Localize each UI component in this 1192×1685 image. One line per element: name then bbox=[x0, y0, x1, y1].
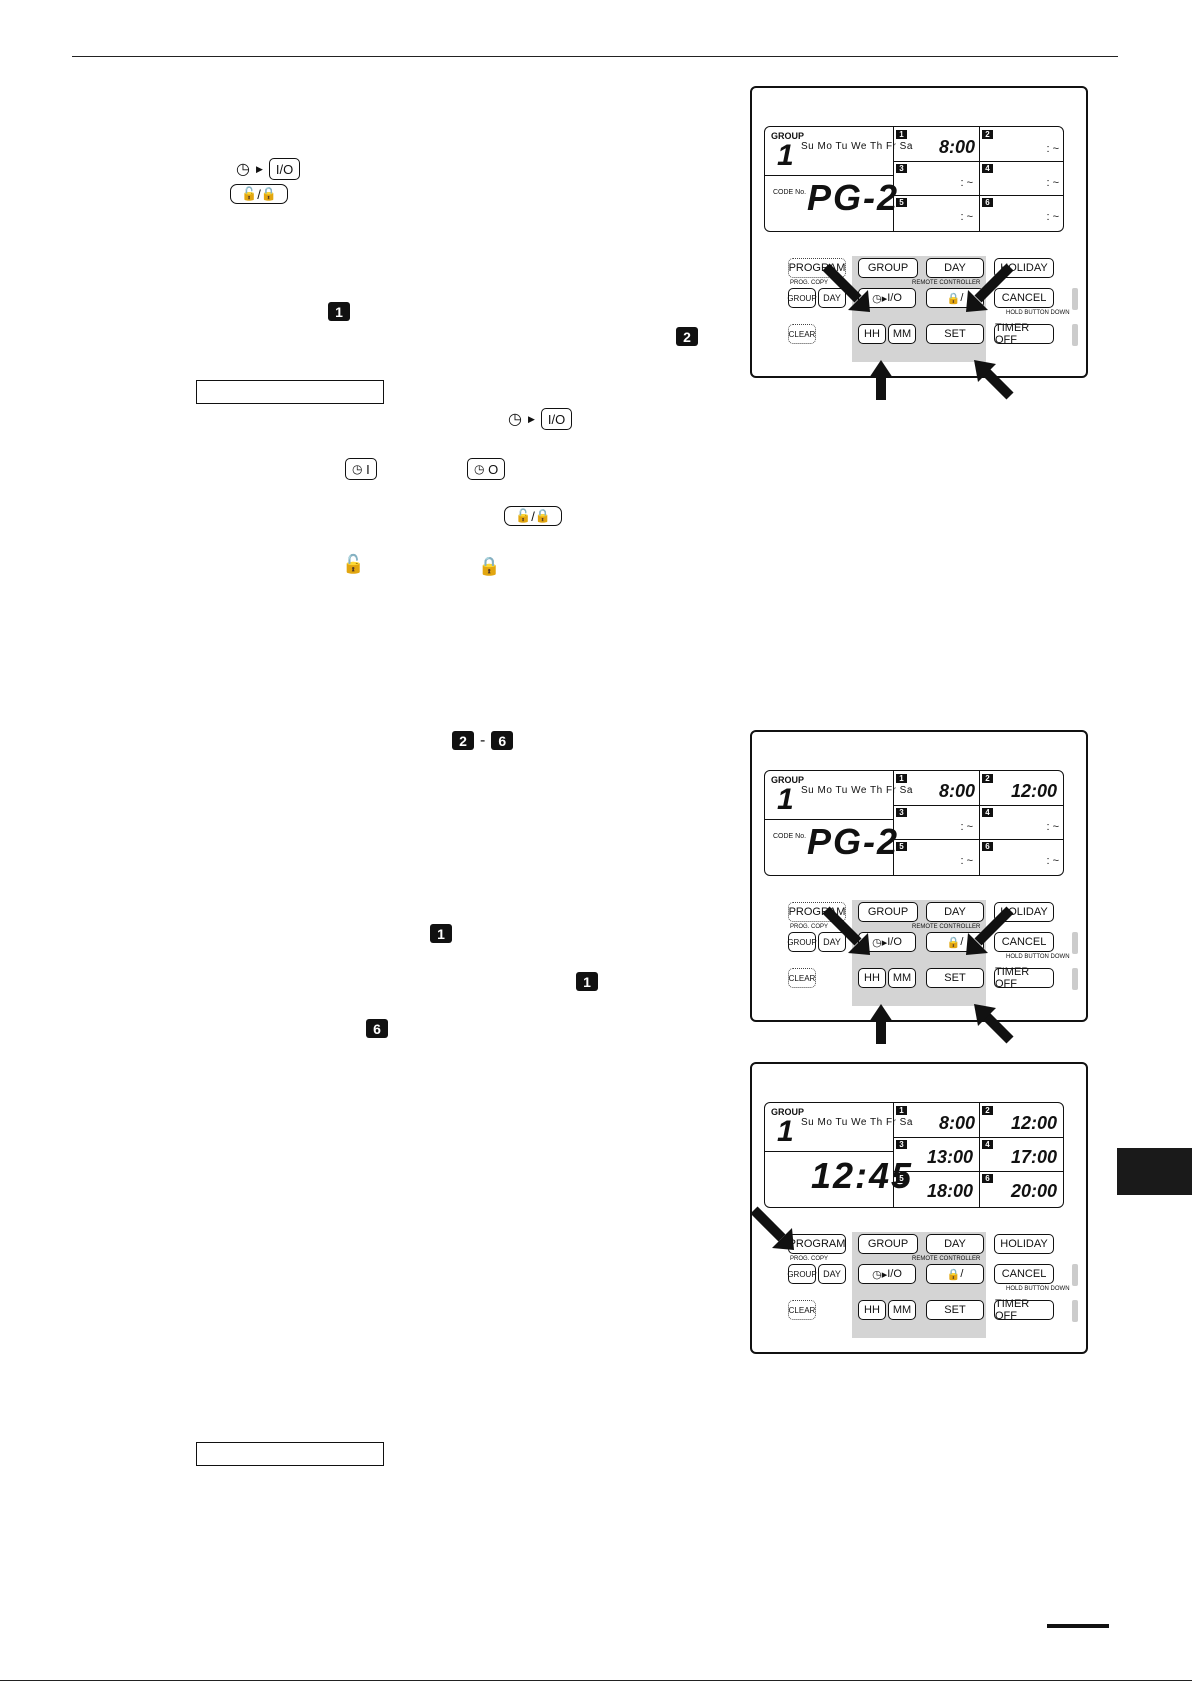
mm-button[interactable]: MM bbox=[888, 968, 916, 988]
clock-icon: ◷ bbox=[352, 462, 363, 476]
lock-key-symbol-2: 🔓 / 🔒 bbox=[504, 506, 562, 526]
arrow-icon bbox=[750, 1206, 786, 1242]
clock-io-button[interactable]: ◷▸I/O bbox=[858, 1264, 916, 1284]
arrow-icon bbox=[980, 366, 1014, 400]
clock-icon: ◷ bbox=[236, 161, 250, 178]
step-number-1b: 1 bbox=[430, 924, 452, 943]
lock-icon: 🔒 bbox=[260, 186, 277, 201]
clock-io-button[interactable]: ◷▸I/O bbox=[858, 932, 916, 952]
cancel-button[interactable]: CANCEL bbox=[994, 288, 1054, 308]
step-number-1c: 1 bbox=[576, 972, 598, 991]
cancel-button[interactable]: CANCEL bbox=[994, 1264, 1054, 1284]
timer-off-button[interactable]: TIMER OFF bbox=[994, 322, 1054, 346]
heading-box-2 bbox=[196, 1442, 384, 1466]
lock-symbol: 🔒 bbox=[478, 556, 500, 577]
hh-button[interactable]: HH bbox=[858, 324, 886, 344]
io-keycap: I/O bbox=[540, 408, 573, 430]
lcd-display-3: GROUP 1 Su Mo Tu We Th Fr Sa 12:45 1 8:0… bbox=[764, 1102, 1064, 1208]
button-area-1: PROGRAM GROUP DAY HOLIDAY PROG. COPY REM… bbox=[762, 256, 1078, 368]
group-button[interactable]: GROUP bbox=[858, 258, 918, 278]
clock-io-button[interactable]: ◷▸I/O bbox=[858, 288, 916, 308]
triangle-right-icon: ▶ bbox=[527, 413, 535, 424]
lock-icon: 🔒 bbox=[534, 508, 551, 523]
lock-key-symbol: 🔓 / 🔒 bbox=[230, 184, 288, 204]
lcd-display-2: GROUP 1 Su Mo Tu We Th Fr Sa CODE No. PG… bbox=[764, 770, 1064, 876]
clock-icon: ◷ bbox=[474, 462, 485, 476]
copy-day-button[interactable]: DAY bbox=[818, 1264, 846, 1284]
copy-day-button[interactable]: DAY bbox=[818, 932, 846, 952]
mm-button[interactable]: MM bbox=[888, 1300, 916, 1320]
clock-io-symbol-2: ◷ ▶ I/O bbox=[508, 408, 573, 430]
copy-group-button[interactable]: GROUP bbox=[787, 932, 817, 952]
lock-keycap: 🔓 / 🔒 bbox=[230, 184, 288, 204]
set-button[interactable]: SET bbox=[926, 324, 984, 344]
remote-panel-3: GROUP 1 Su Mo Tu We Th Fr Sa 12:45 1 8:0… bbox=[750, 1062, 1088, 1354]
step-number-2: 2 bbox=[676, 327, 698, 346]
holiday-button[interactable]: HOLIDAY bbox=[994, 1234, 1054, 1254]
copy-group-button[interactable]: GROUP bbox=[787, 1264, 817, 1284]
group-button[interactable]: GROUP bbox=[858, 902, 918, 922]
lock-icon: 🔒 bbox=[946, 1268, 961, 1281]
hh-button[interactable]: HH bbox=[858, 968, 886, 988]
clock-icon: ◷ bbox=[508, 411, 522, 428]
clock-io-symbol: ◷ ▶ I/O bbox=[236, 158, 301, 180]
timer-on-symbol: ◷ I bbox=[345, 458, 377, 480]
page-number-bar bbox=[1047, 1624, 1109, 1628]
main-display: PG-2 bbox=[807, 177, 900, 218]
lock-icon: 🔒 bbox=[478, 556, 501, 576]
button-area-2: PROGRAM GROUP DAY HOLIDAY PROG. COPY REM… bbox=[762, 900, 1078, 1012]
day-button[interactable]: DAY bbox=[926, 258, 984, 278]
footer-rule bbox=[0, 1680, 1192, 1681]
lcd-display-1: GROUP 1 Su Mo Tu We Th Fr Sa CODE No. PG… bbox=[764, 126, 1064, 232]
clear-button[interactable]: CLEAR bbox=[788, 968, 816, 988]
lock-keycap: 🔓 / 🔒 bbox=[504, 506, 562, 526]
arrow-icon bbox=[974, 263, 1014, 303]
unlock-icon: 🔓 bbox=[342, 554, 365, 574]
unlock-symbol: 🔓 bbox=[342, 554, 364, 575]
timer-on-keycap: ◷ I bbox=[345, 458, 377, 480]
timer-off-keycap: ◷ O bbox=[467, 458, 506, 480]
set-button[interactable]: SET bbox=[926, 1300, 984, 1320]
arrow-icon bbox=[980, 1010, 1014, 1044]
remote-panel-2: GROUP 1 Su Mo Tu We Th Fr Sa CODE No. PG… bbox=[750, 730, 1088, 1022]
lock-icon: 🔒 bbox=[946, 292, 961, 305]
lock-icon: 🔒 bbox=[946, 936, 961, 949]
remote-panel-1: GROUP 1 Su Mo Tu We Th Fr Sa CODE No. PG… bbox=[750, 86, 1088, 378]
clock-icon: ◷ bbox=[872, 292, 882, 305]
clock-icon: ◷ bbox=[872, 936, 882, 949]
mm-button[interactable]: MM bbox=[888, 324, 916, 344]
clear-button[interactable]: CLEAR bbox=[788, 1300, 816, 1320]
step-number-1: 1 bbox=[328, 302, 350, 321]
unlock-icon: 🔓 bbox=[515, 508, 532, 523]
day-button[interactable]: DAY bbox=[926, 902, 984, 922]
arrow-icon bbox=[822, 263, 862, 303]
hh-button[interactable]: HH bbox=[858, 1300, 886, 1320]
arrow-icon bbox=[974, 906, 1014, 946]
timer-off-button[interactable]: TIMER OFF bbox=[994, 1298, 1054, 1322]
header-rule bbox=[72, 56, 1118, 57]
timer-off-button[interactable]: TIMER OFF bbox=[994, 966, 1054, 990]
copy-group-button[interactable]: GROUP bbox=[787, 288, 817, 308]
button-area-3: PROGRAM GROUP DAY HOLIDAY PROG. COPY REM… bbox=[762, 1232, 1078, 1344]
lock-button[interactable]: 🔒/ bbox=[926, 1264, 984, 1284]
set-button[interactable]: SET bbox=[926, 968, 984, 988]
timer-off-symbol: ◷ O bbox=[467, 458, 506, 480]
main-display: 12:45 bbox=[811, 1155, 914, 1196]
section-tab bbox=[1117, 1148, 1192, 1195]
clear-button[interactable]: CLEAR bbox=[788, 324, 816, 344]
main-display: PG-2 bbox=[807, 821, 900, 862]
day-button[interactable]: DAY bbox=[926, 1234, 984, 1254]
clock-icon: ◷ bbox=[872, 1268, 882, 1281]
arrow-icon bbox=[822, 906, 862, 946]
unlock-icon: 🔓 bbox=[241, 186, 258, 201]
step-number-6: 6 bbox=[366, 1019, 388, 1038]
io-keycap: I/O bbox=[268, 158, 301, 180]
cancel-button[interactable]: CANCEL bbox=[994, 932, 1054, 952]
step-range-2-6: 2 - 6 bbox=[452, 731, 514, 750]
triangle-right-icon: ▶ bbox=[255, 163, 263, 174]
group-button[interactable]: GROUP bbox=[858, 1234, 918, 1254]
copy-day-button[interactable]: DAY bbox=[818, 288, 846, 308]
heading-box-1 bbox=[196, 380, 384, 404]
